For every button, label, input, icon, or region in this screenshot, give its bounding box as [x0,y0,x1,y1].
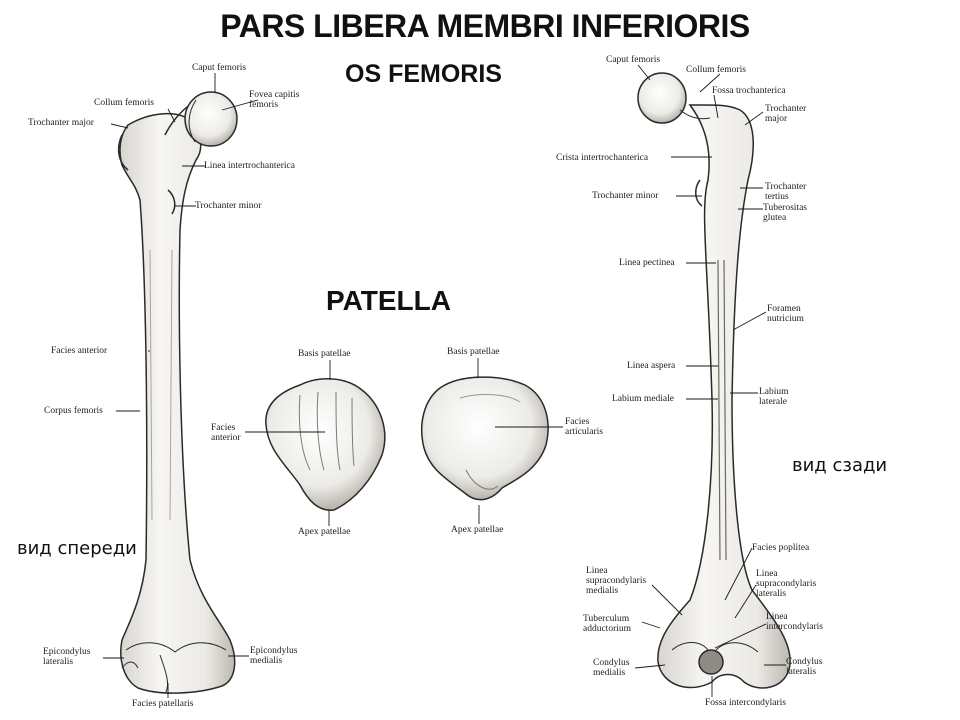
femur-back-drawing [637,72,791,689]
label-facies-poplitea: Facies poplitea [752,543,810,553]
femur-front-drawing [117,91,238,694]
sub-title: OS FEMORIS [345,60,502,88]
patella-articular-drawing [421,376,549,501]
label-corpus-femoris: Corpus femoris [44,406,103,416]
view-back-caption: вид сзади [792,455,888,476]
label-apex-patellae-right: Apex patellae [451,525,504,535]
label-labium-mediale: Labium mediale [612,394,674,404]
patella-title: PATELLA [326,285,451,316]
view-front-caption: вид спереди [17,538,137,559]
label-trochanter-minor-front: Trochanter minor [195,201,262,211]
label-trochanter-minor-back: Trochanter minor [592,191,659,201]
patella-anterior-drawing [265,378,386,511]
label-linea-intertrochanterica: Linea intertrochanterica [204,161,295,171]
label-collum-femoris-front: Collum femoris [94,98,154,108]
label-basis-patellae-left: Basis patellae [298,349,351,359]
leader-lines [103,64,786,698]
label-basis-patellae-right: Basis patellae [447,347,500,357]
label-collum-femoris-back: Collum femoris [686,65,746,75]
label-fossa-intercondylaris: Fossa intercondylaris [705,698,787,708]
label-crista-intertrochanterica: Crista intertrochanterica [556,153,649,163]
label-facies-anterior-femur: Facies anterior [51,346,108,356]
label-apex-patellae-left: Apex patellae [298,527,351,537]
label-caput-femoris-back: Caput femoris [606,55,661,65]
label-caput-femoris-front: Caput femoris [192,63,247,73]
label-linea-pectinea: Linea pectinea [619,258,675,268]
main-title: PARS LIBERA MEMBRI INFERIORIS [220,8,750,44]
label-linea-aspera: Linea aspera [627,361,676,371]
label-facies-patellaris: Facies patellaris [132,699,194,709]
label-fossa-trochanterica: Fossa trochanterica [712,86,786,96]
label-trochanter-major-front: Trochanter major [28,118,94,128]
